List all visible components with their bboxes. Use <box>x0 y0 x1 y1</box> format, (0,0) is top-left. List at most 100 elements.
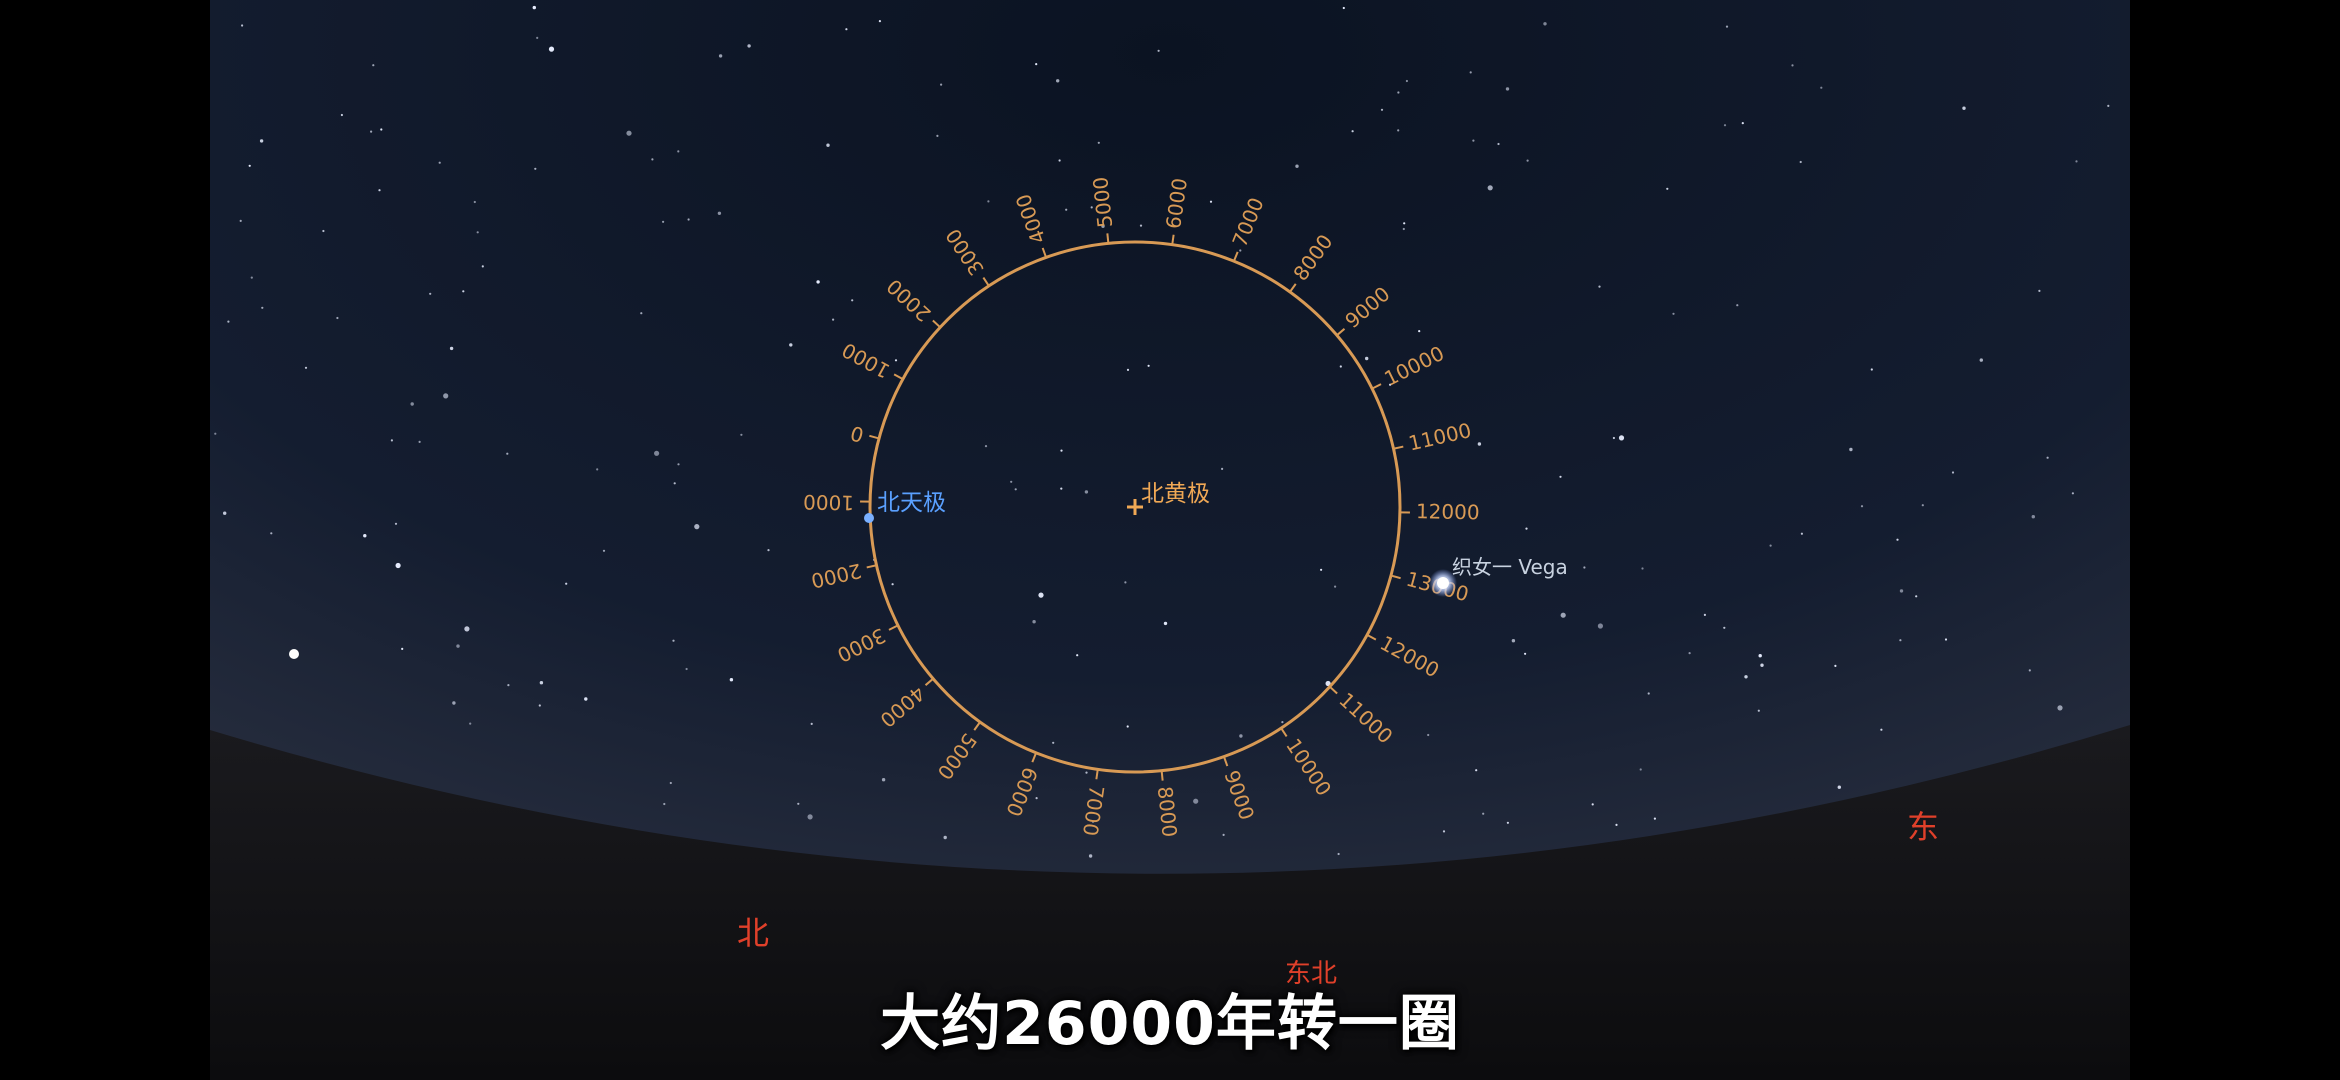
star <box>1899 589 1904 593</box>
star <box>1320 568 1323 571</box>
star <box>1543 22 1547 26</box>
star <box>1325 680 1331 687</box>
vega-star: 织女一 Vega <box>1429 555 1568 597</box>
star <box>1380 108 1384 111</box>
star <box>789 343 793 347</box>
star <box>1342 6 1345 10</box>
star <box>1222 833 1225 837</box>
ring-tick <box>1289 283 1297 293</box>
star <box>394 522 398 525</box>
star <box>1389 383 1392 386</box>
star <box>2038 289 2041 292</box>
star <box>1837 785 1842 789</box>
star <box>1065 208 1068 211</box>
ring-tick <box>1233 251 1239 262</box>
ring-tick <box>1329 685 1338 695</box>
star <box>1951 471 1955 474</box>
left-letterbox <box>0 0 210 1080</box>
star <box>539 681 544 685</box>
star <box>1475 769 1478 772</box>
star <box>767 549 770 552</box>
star <box>214 432 217 435</box>
ring-tick <box>1160 770 1164 781</box>
star <box>565 582 568 585</box>
north-celestial-pole-label: 北天极 <box>877 490 946 516</box>
star <box>626 130 632 136</box>
star <box>851 299 854 302</box>
star <box>469 722 472 725</box>
star <box>1442 830 1446 833</box>
star <box>2107 104 2110 107</box>
star <box>1014 488 1017 491</box>
star <box>1052 741 1055 744</box>
star <box>380 128 383 131</box>
compass-northeast: 东北 <box>1285 959 1337 989</box>
ring-tick <box>893 373 904 381</box>
star <box>401 647 404 651</box>
star <box>1688 652 1691 655</box>
star <box>1524 652 1527 655</box>
star <box>1334 585 1337 588</box>
star <box>390 439 393 442</box>
star <box>1505 87 1510 91</box>
star <box>1618 435 1625 441</box>
ring-tick <box>1336 328 1346 337</box>
star <box>1058 159 1061 162</box>
ring-tick <box>1223 756 1229 767</box>
north-ecliptic-pole-label: 北黄极 <box>1141 481 1210 507</box>
ring-year-label: 1000 <box>803 490 854 515</box>
star <box>304 366 308 369</box>
star <box>1744 675 1748 679</box>
horizon-ground <box>210 725 2130 1080</box>
star <box>826 143 830 147</box>
star <box>340 113 343 117</box>
ring-year-label: 0 <box>848 421 867 447</box>
precession-ring <box>868 240 1402 774</box>
star <box>1038 592 1044 598</box>
star <box>1560 612 1566 618</box>
ring-tick <box>1393 445 1404 450</box>
star <box>1085 771 1088 774</box>
star <box>1487 185 1493 191</box>
star <box>1035 63 1038 66</box>
star <box>223 511 227 515</box>
star <box>984 445 988 448</box>
star <box>259 139 264 143</box>
star <box>1769 544 1772 547</box>
star <box>538 704 541 707</box>
star <box>370 130 373 133</box>
star <box>845 28 848 31</box>
star <box>1147 364 1150 367</box>
star <box>1723 626 1726 629</box>
star <box>584 697 588 701</box>
star <box>651 158 654 161</box>
star <box>685 667 688 671</box>
star <box>1880 728 1883 731</box>
star <box>2075 160 2078 163</box>
star <box>1060 449 1063 452</box>
star <box>1799 160 1802 164</box>
star <box>1056 79 1060 83</box>
star <box>1497 142 1500 146</box>
star <box>602 549 606 552</box>
compass-east: 东 <box>1907 808 1939 846</box>
star <box>1469 71 1472 74</box>
star <box>1647 692 1650 695</box>
star <box>747 44 751 48</box>
vega-label: 织女一 Vega <box>1452 555 1568 579</box>
star <box>1641 567 1644 570</box>
star <box>481 265 484 268</box>
star <box>1295 164 1299 168</box>
star <box>473 200 476 204</box>
star <box>663 802 666 806</box>
ring-tick <box>924 677 934 686</box>
star <box>270 532 273 535</box>
ring-tick <box>869 434 880 440</box>
star <box>1915 595 1918 598</box>
star <box>2071 492 2074 495</box>
star <box>1757 709 1760 712</box>
star <box>1239 249 1242 252</box>
star <box>1090 206 1093 209</box>
star <box>452 701 456 705</box>
star <box>717 211 722 215</box>
